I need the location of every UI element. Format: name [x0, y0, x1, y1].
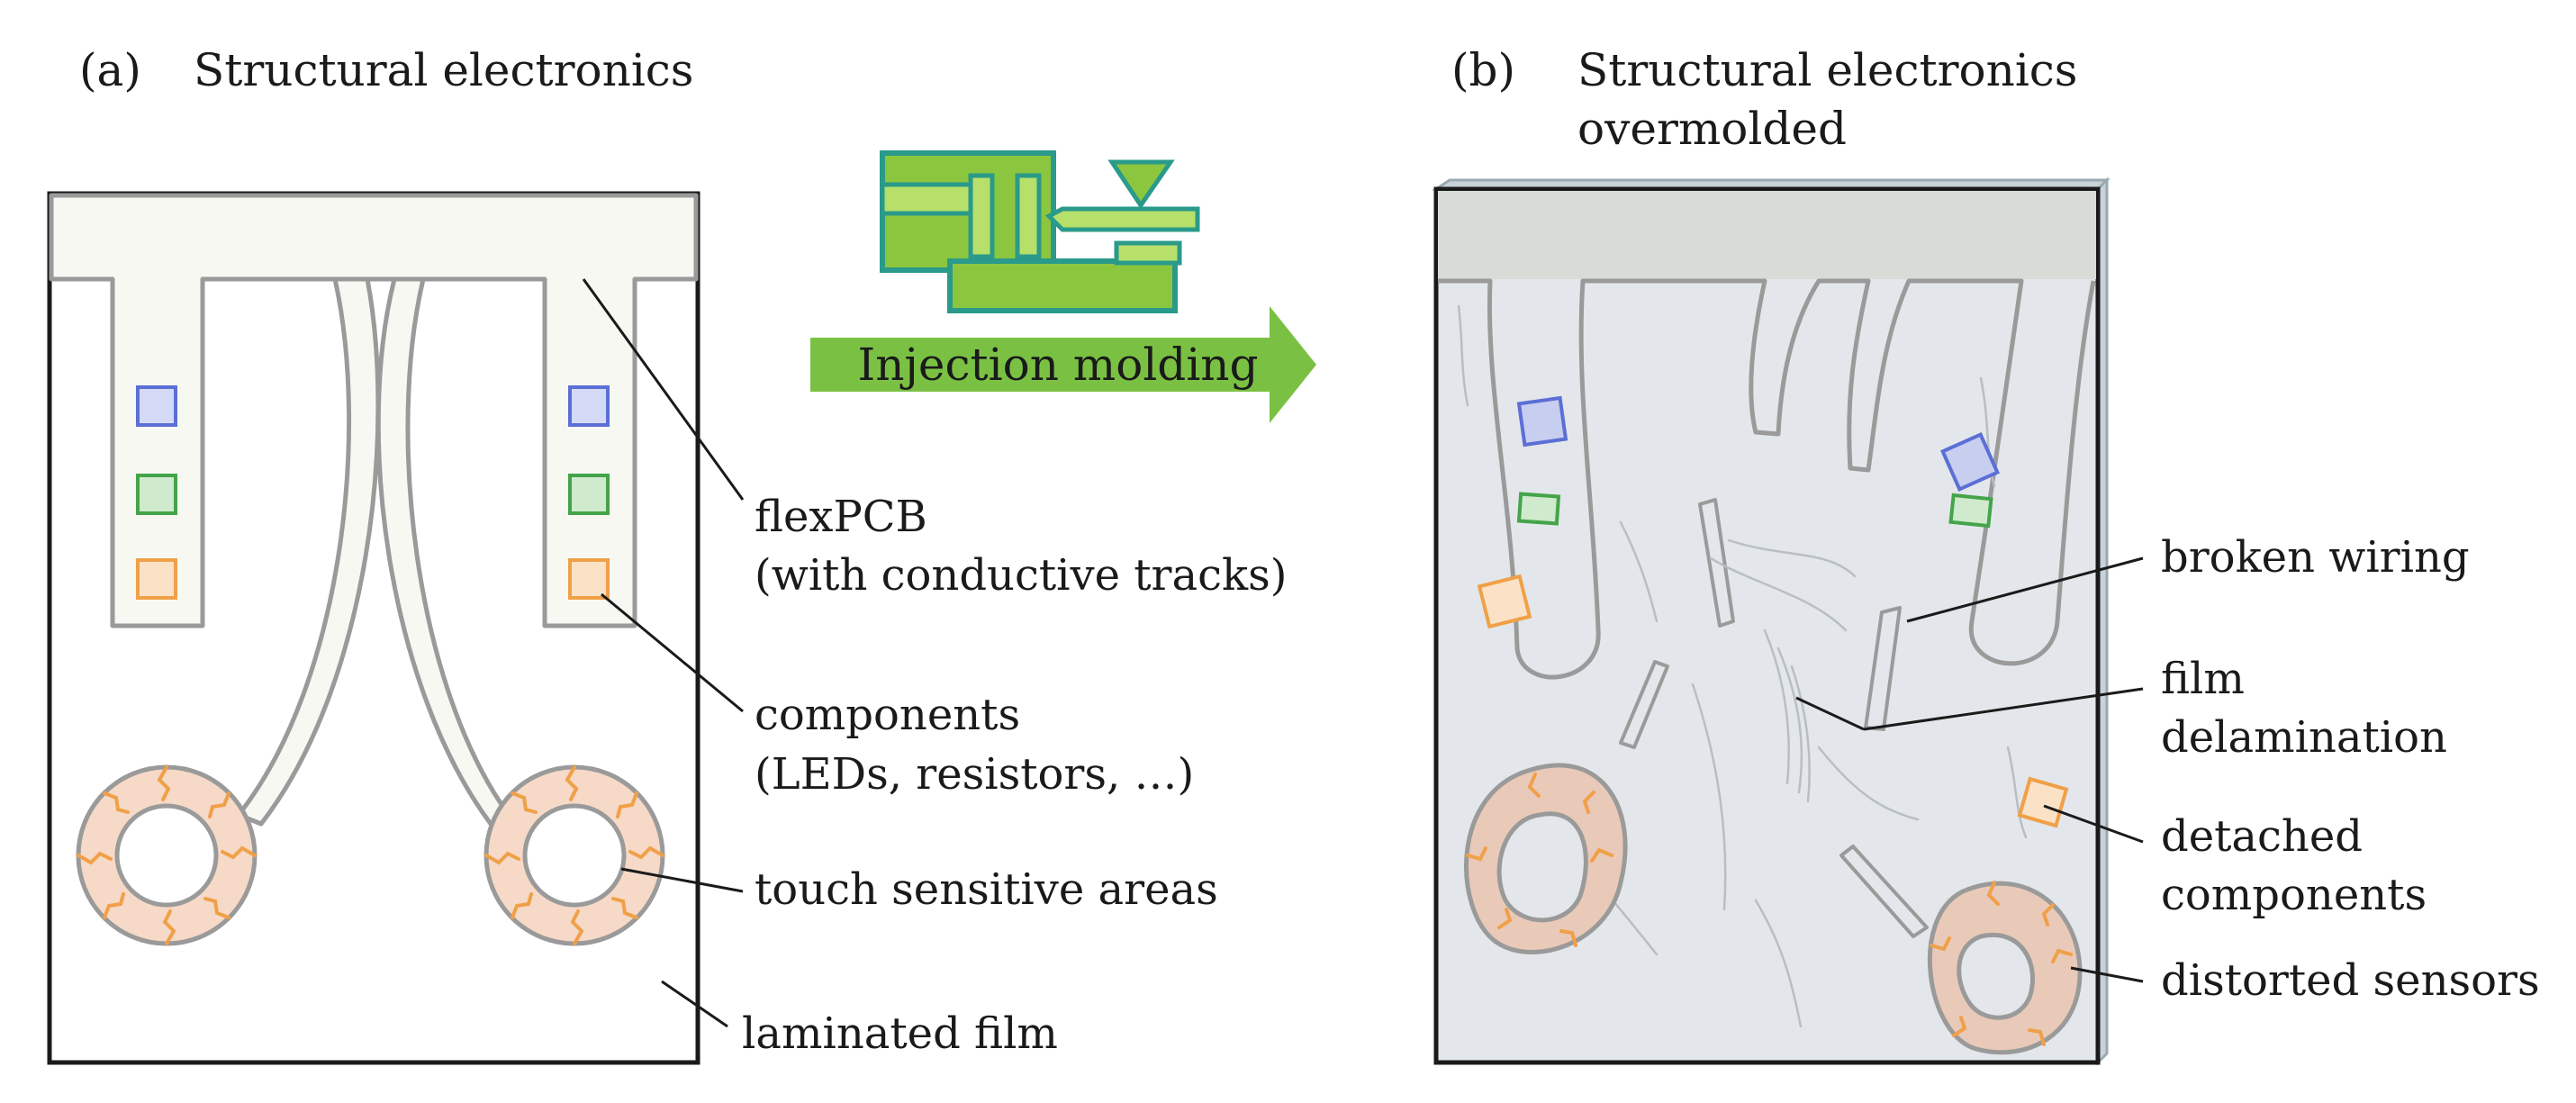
flexpcb-a — [49, 193, 699, 628]
label-laminated-film: laminated film — [742, 1008, 1058, 1059]
label-components-line1: components — [755, 690, 1020, 740]
label-flexpcb-line1: flexPCB — [755, 492, 927, 542]
component-blue-left-b — [1516, 395, 1568, 448]
distorted-sensor-left — [1464, 763, 1628, 954]
component-orange-right — [568, 558, 610, 600]
leader-lines-b — [1795, 556, 2144, 983]
component-orange-left-b — [1477, 574, 1532, 629]
component-green-left — [136, 474, 177, 515]
component-orange-left — [136, 558, 177, 600]
panel-b-title-line2: overmolded — [1577, 103, 1847, 155]
arrow-label: Injection molding — [857, 339, 1258, 391]
label-detached-line2: components — [2161, 870, 2427, 920]
panel-b-title-line1: Structural electronics — [1577, 44, 2077, 96]
distorted-flexpcb-outline — [1438, 278, 2096, 680]
injection-molding-machine-icon — [880, 150, 1200, 313]
component-led-blue-right — [568, 385, 610, 427]
label-detached-line1: detached — [2161, 811, 2363, 862]
leader-lines-a — [582, 278, 745, 1028]
panel-a-title: Structural electronics — [194, 44, 693, 96]
touch-sensor-left — [76, 764, 258, 946]
label-components-line2: (LEDs, resistors, …) — [755, 749, 1194, 800]
panel-b-letter: (b) — [1451, 44, 1515, 96]
distorted-sensor-right — [1927, 881, 2083, 1055]
label-delamination-line2: delamination — [2161, 712, 2447, 763]
component-blue-right-b — [1939, 431, 2001, 493]
component-green-right-b — [1948, 493, 1993, 529]
label-delamination-line1: film — [2161, 654, 2245, 704]
overmold-pcb-strip — [1438, 191, 2096, 279]
panel-a: (a) Structural electronics — [47, 44, 1287, 1065]
panel-a-letter: (a) — [79, 44, 141, 96]
panel-b: (b) Structural electronics overmolded — [1432, 44, 2540, 1066]
component-led-blue-left — [136, 385, 177, 427]
touch-sensor-right — [484, 764, 665, 946]
label-flexpcb-line2: (with conductive tracks) — [755, 550, 1287, 601]
component-green-right — [568, 474, 610, 515]
label-broken-wiring: broken wiring — [2161, 532, 2470, 583]
component-green-left-b — [1516, 492, 1561, 526]
process-arrow: Injection molding — [810, 306, 1316, 423]
label-touch-sensitive: touch sensitive areas — [755, 864, 1218, 915]
component-detached-b — [2017, 776, 2069, 828]
label-distorted-sensors: distorted sensors — [2161, 955, 2540, 1006]
